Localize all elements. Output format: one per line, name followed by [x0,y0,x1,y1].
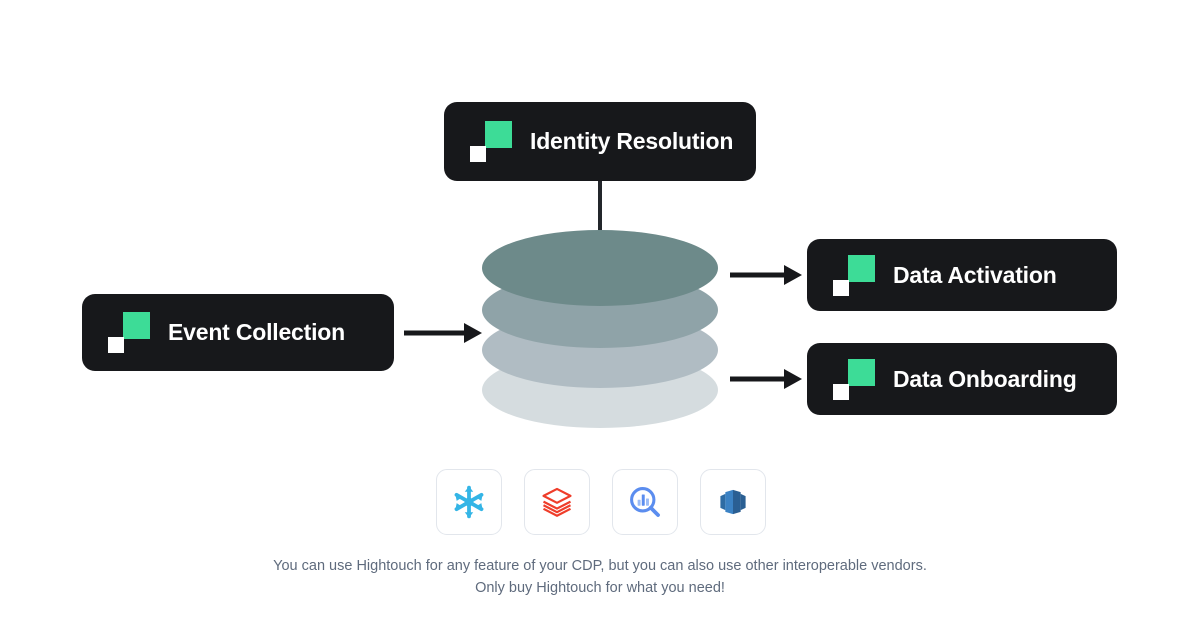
vendor-tile-bigquery[interactable] [612,469,678,535]
logo-white-square [833,279,849,296]
card-data-activation[interactable]: Data Activation [807,239,1117,311]
vendor-tile-databricks[interactable] [524,469,590,535]
card-label-event-collection: Event Collection [168,319,345,345]
card-label-data-onboarding: Data Onboarding [893,365,1077,392]
vendor-tile-snowflake[interactable] [436,469,502,535]
data-warehouse-stack [482,230,718,428]
arrow-head [784,369,802,389]
logo-white-square [470,146,486,162]
vendor-tile-redshift[interactable] [700,469,766,535]
arrow-event-to-warehouse [404,323,482,343]
logo-white-square [833,383,849,400]
hightouch-logo-icon [106,310,151,355]
logo-green-square [848,254,875,282]
logo-green-square [123,312,150,339]
arrow-warehouse-to-onboarding [730,369,802,389]
card-event-collection[interactable]: Event Collection [82,294,394,371]
hightouch-logo-icon [468,119,513,164]
arrow-warehouse-to-activation [730,265,802,285]
card-data-onboarding[interactable]: Data Onboarding [807,343,1117,415]
caption-line-2: Only buy Hightouch for what you need! [475,579,725,596]
card-identity-resolution[interactable]: Identity Resolution [444,102,756,181]
arrow-shaft [730,272,786,278]
caption: You can use Hightouch for any feature of… [0,556,1200,599]
logo-green-square [848,358,875,386]
card-label-data-activation: Data Activation [893,261,1057,288]
card-label-identity-resolution: Identity Resolution [530,128,734,154]
warehouse-layer-1 [482,230,718,306]
connector-identity-to-warehouse [598,181,602,242]
arrow-head [784,265,802,285]
logo-white-square [108,337,124,353]
caption-line-1: You can use Hightouch for any feature of… [273,558,927,574]
redshift-icon [715,484,751,520]
vendor-logo-row [436,469,766,535]
arrow-shaft [730,376,786,382]
databricks-icon [539,484,575,520]
hightouch-logo-icon [831,253,876,298]
logo-green-square [485,121,512,148]
snowflake-icon [451,484,487,520]
bigquery-icon [627,484,663,520]
hightouch-logo-icon [831,357,876,402]
arrow-shaft [404,330,466,336]
arrow-head [464,323,482,343]
